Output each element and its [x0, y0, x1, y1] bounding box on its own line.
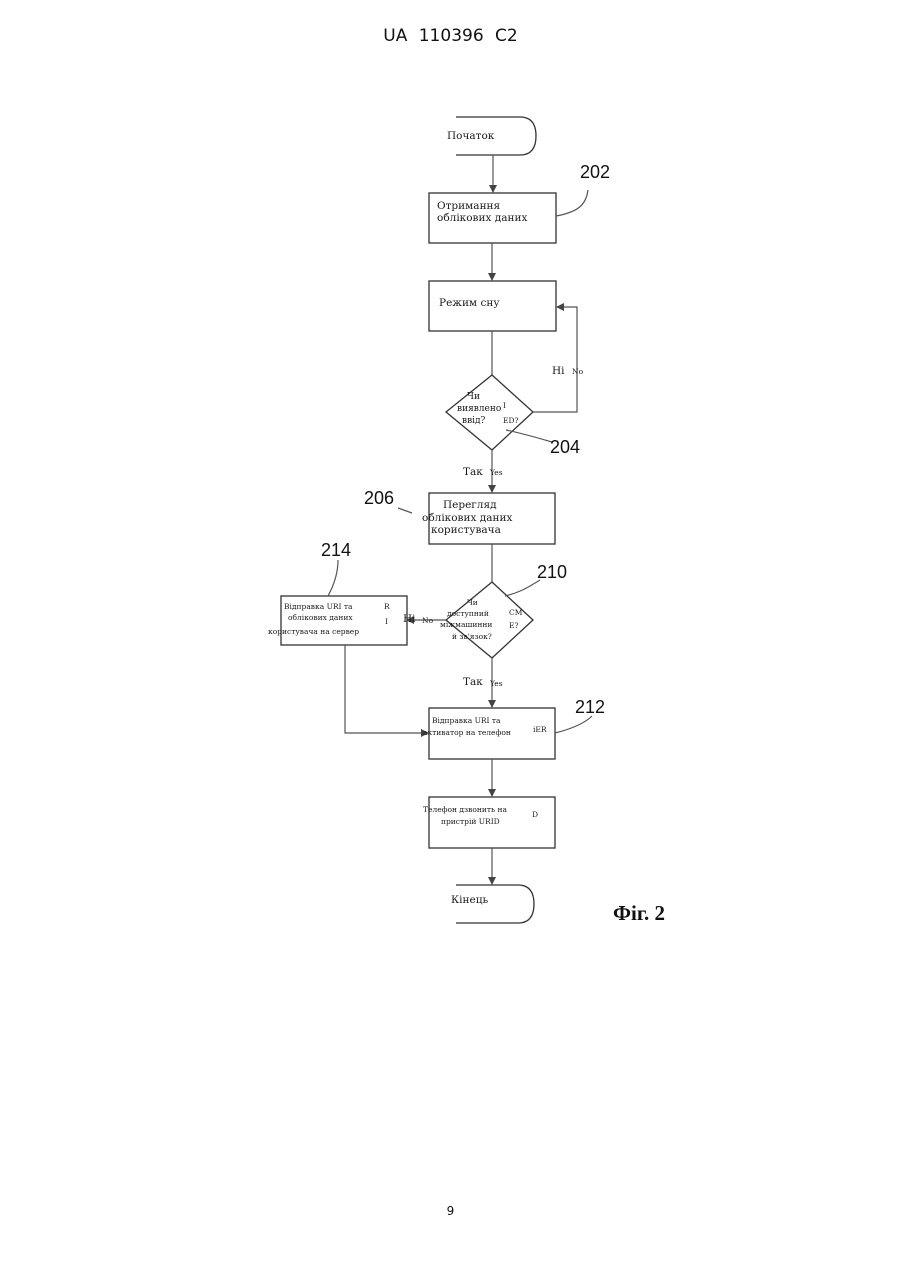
server-side-a: R: [384, 602, 390, 611]
ref-leader-214: [328, 560, 338, 596]
decision-connection-side-a: CM: [509, 608, 523, 617]
ref-204: 204: [550, 437, 580, 457]
review-credentials-box: Перегляд облікових даних користувача: [422, 493, 555, 544]
sleep-mode-box: Режим сну: [429, 281, 556, 331]
decision-connection-line4: й зв'язок?: [452, 632, 492, 641]
ref-202: 202: [580, 162, 610, 182]
server-line2: облікових даних: [288, 613, 353, 622]
ref-206: 206: [364, 488, 394, 508]
sleep-label: Режим сну: [439, 297, 500, 309]
yes-sub-connection: Yes: [489, 679, 503, 688]
phone-send-line2: активатор на телефон: [423, 728, 511, 737]
phone-send-line1: Відправка URI та: [432, 716, 501, 725]
no-label-input: Ні: [552, 365, 565, 377]
phone-calls-line1: Телефон дзвонить на: [423, 805, 507, 814]
no-sub-connection: No: [422, 616, 434, 625]
server-line3: користувача на сервер: [268, 627, 359, 636]
send-to-phone-box: Відправка URI та активатор на телефон iE…: [423, 708, 555, 759]
start-label: Початок: [447, 130, 495, 142]
arrow-server-to-phone-send: [345, 645, 428, 733]
receive-line1: Отримання: [437, 200, 501, 212]
ref-leader-210: [505, 580, 540, 596]
start-terminator: Початок: [447, 117, 536, 155]
yes-sub-input: Yes: [489, 468, 503, 477]
ref-212: 212: [575, 697, 605, 717]
end-terminator: Кінець: [451, 885, 534, 923]
no-label-connection: Ні: [403, 613, 416, 625]
yes-label-connection: Так: [463, 676, 483, 688]
phone-calls-line2: пристрій URID: [441, 817, 500, 826]
phone-calls-box: Телефон дзвонить на пристрій URID D: [423, 797, 555, 848]
decision-input-line3: ввід?: [462, 416, 486, 426]
review-line1: Перегляд: [443, 499, 497, 511]
page-number: 9: [0, 1204, 901, 1218]
ref-leader-202: [556, 190, 588, 216]
ref-210: 210: [537, 562, 567, 582]
decision-input-side-a: I: [503, 401, 506, 410]
server-line1: Відправка URI та: [284, 602, 353, 611]
decision-input-detected: Чи виявлено ввід? I ED?: [446, 375, 533, 450]
phone-calls-side: D: [532, 810, 538, 819]
decision-connection-line2: доступний: [447, 609, 489, 618]
end-label: Кінець: [451, 894, 488, 906]
decision-input-line2: виявлено: [457, 404, 501, 414]
send-to-server-box: Відправка URI та облікових даних користу…: [268, 596, 407, 645]
review-line2: облікових даних: [422, 512, 512, 524]
ref-214: 214: [321, 540, 351, 560]
phone-send-side: iER: [533, 725, 547, 734]
decision-input-side-b: ED?: [503, 416, 519, 425]
server-side-b: I: [385, 617, 388, 626]
yes-label-input: Так: [463, 466, 483, 478]
figure-label: Фіг. 2: [613, 901, 665, 925]
ref-leader-204: [506, 430, 552, 442]
receive-credentials-box: Отримання облікових даних: [429, 193, 556, 243]
arrow-no-back-to-sleep: [533, 307, 577, 412]
decision-connection-line1: Чи: [467, 598, 478, 607]
ref-leader-212: [555, 716, 592, 733]
ref-leader-206: [398, 508, 412, 513]
no-sub-input: No: [572, 367, 584, 376]
decision-input-line1: Чи: [467, 392, 480, 402]
decision-connection-side-b: E?: [509, 621, 519, 630]
review-line3: користувача: [431, 524, 501, 536]
decision-connection-line3: міжмашинни: [440, 620, 492, 629]
receive-line2: облікових даних: [437, 212, 527, 224]
decision-connection: Чи доступний міжмашинни й зв'язок? CM E?: [440, 582, 533, 658]
